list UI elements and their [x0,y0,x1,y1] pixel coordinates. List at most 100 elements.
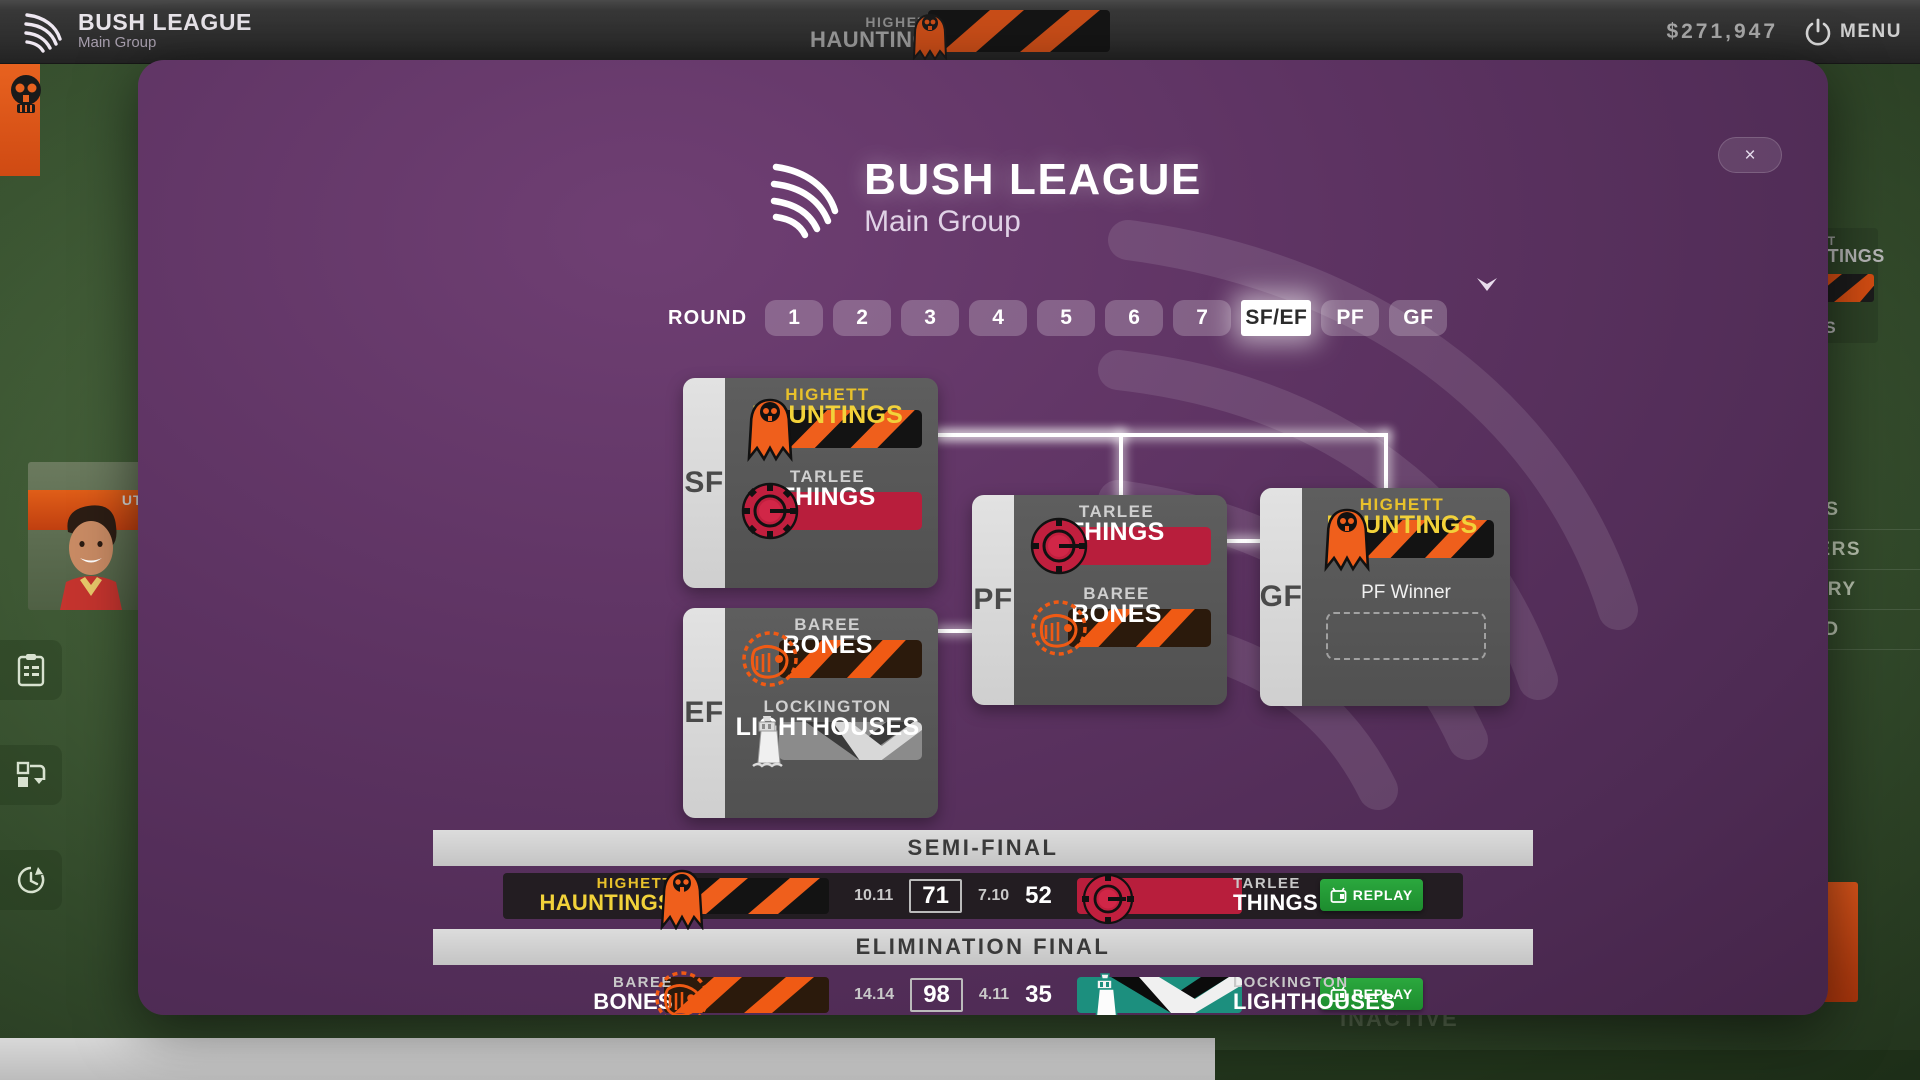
bracket-card-ef[interactable]: EF BAREE BONES [683,608,938,818]
replay-tv-icon [1330,887,1347,903]
top-bar: BUSH LEAGUE Main Group HIGHETT HAUNTINGS [0,0,1920,64]
result-home-names: BAREE BONES [593,975,673,1013]
lighthouse-icon [1095,973,1118,1015]
close-icon: × [1744,144,1756,166]
bracket-team-city: BAREE [1083,584,1150,603]
connector-gf-vertical [1384,433,1388,541]
replay-button-elimination-final[interactable]: REPLAY [1319,978,1423,1010]
result-away-points: 35 [1025,981,1052,1008]
bracket-team: HIGHETT HAUNTINGS [735,386,928,468]
round-button-4[interactable]: 4 [969,300,1028,336]
bracket-team-banner [1068,527,1211,565]
bracket-team-banner [779,722,922,760]
result-away-points: 52 [1025,882,1052,909]
history-tool-button[interactable] [0,850,62,910]
modal-league-logo-icon [770,163,839,239]
result-scores-elimination-final: 14.14 98 4.11 35 [833,978,1073,1012]
money-balance: $271,947 [1666,20,1779,43]
cog-eye-icon [741,482,799,540]
connector-sf-vertical [1119,433,1123,523]
result-home-city: BAREE [612,974,673,991]
menu-button[interactable]: MENU [1804,18,1902,46]
round-button-7-label: 7 [1196,306,1209,329]
bracket-team: TARLEE THINGS [735,468,928,550]
round-button-7[interactable]: 7 [1173,300,1232,336]
bracket-team-city: HIGHETT [1359,495,1445,514]
round-button-6-label: 6 [1128,306,1141,329]
bracket-team: BAREE BONES [735,616,928,698]
chevron-down-icon [1477,278,1497,291]
bracket-team-city: BAREE [794,615,861,634]
round-button-pf-label: PF [1336,306,1365,329]
result-away-names: TARLEE THINGS [1233,876,1318,914]
round-button-gf[interactable]: GF [1389,300,1448,336]
left-toolbar [0,640,62,955]
replay-label: REPLAY [1352,887,1413,903]
result-home-team: HIGHETT HAUNTINGS [503,869,833,930]
bracket-pf-teams: TARLEE THINGS [1014,495,1227,705]
skull-icon [11,75,41,113]
bottom-strip [1180,1050,1920,1080]
result-row-elimination-final[interactable]: BAREE BONES 14.14 98 4.11 35 [503,971,1463,1015]
round-button-1[interactable]: 1 [765,300,824,336]
ghost-skull-icon [912,13,948,61]
result-home-city: HIGHETT [596,875,673,892]
bracket-team-city: TARLEE [789,467,866,486]
bracket-team-city: HIGHETT [785,385,870,404]
avatar [60,505,122,610]
bracket-stage-ef-label: EF [684,696,724,729]
result-away-goals: 7.10 [978,887,1010,904]
result-away-city: LOCKINGTON [1233,974,1349,991]
gf-placeholder-box [1326,612,1486,660]
substitution-tool-button[interactable] [0,745,62,805]
cog-eye-icon [1082,873,1134,925]
modal-title-block: BUSH LEAGUE Main Group [864,157,1202,239]
result-home-name: HAUNTINGS [539,890,673,915]
bracket-team: HIGHETT HAUNTINGS [1312,496,1500,578]
replay-tv-icon [1330,986,1347,1002]
round-button-sfef-label: SF/EF [1245,306,1308,329]
round-button-2[interactable]: 2 [833,300,892,336]
bracket-team-banner [1356,520,1494,558]
round-button-2-label: 2 [856,306,869,329]
top-bar-team: HIGHETT HAUNTINGS [810,4,1110,61]
bracket-stage-gf: GF [1260,488,1302,706]
bracket-team: BAREE BONES [1024,585,1217,667]
round-button-5[interactable]: 5 [1037,300,1096,336]
bracket-card-gf[interactable]: GF HIGHETT HAUNTINGS [1260,488,1510,706]
bracket-stage-ef: EF [683,608,725,818]
bracket-card-sf[interactable]: SF HIGHETT HAUNTINGS [683,378,938,588]
result-row-semi-final[interactable]: HIGHETT HAUNTINGS 10.11 71 7.10 52 [503,869,1463,930]
result-away-team: TARLEE THINGS [1073,873,1423,925]
round-button-pf[interactable]: PF [1321,300,1380,336]
round-button-3[interactable]: 3 [901,300,960,336]
round-button-sfef[interactable]: SF/EF [1241,300,1312,336]
result-away-goals: 4.11 [978,986,1010,1003]
gf-placeholder-label: PF Winner [1361,582,1451,603]
league-subtitle: Main Group [78,34,157,52]
bracket-ef-teams: BAREE BONES [725,608,938,818]
bracket-team-name: BONES [782,630,873,659]
bracket-team-city: LOCKINGTON [763,697,892,716]
cog-eye-icon [1030,517,1088,575]
bracket-stage-gf-label: GF [1260,580,1303,613]
result-header-elimination-final: ELIMINATION FINAL [433,929,1533,965]
bracket-gf-teams: HIGHETT HAUNTINGS [1302,488,1510,706]
bracket-card-pf[interactable]: PF TARLEE THINGS [972,495,1227,705]
bone-skull-icon [1031,600,1087,656]
top-bar-brand: BUSH LEAGUE Main Group [0,9,252,55]
ghost-skull-icon [747,398,793,462]
round-button-6[interactable]: 6 [1105,300,1164,336]
result-home-points: 98 [910,978,963,1012]
bracket-stage-sf: SF [683,378,725,588]
result-home-goals: 14.14 [854,986,895,1003]
round-button-gf-label: GF [1403,306,1434,329]
menu-label: MENU [1840,21,1902,42]
result-header-semi-final: SEMI-FINAL [433,830,1533,866]
bracket-team-city: TARLEE [1078,502,1155,521]
bracket-stage-sf-label: SF [684,466,724,499]
replay-button-semi-final[interactable]: REPLAY [1319,879,1423,911]
result-away-names: LOCKINGTON LIGHTHOUSES [1233,975,1395,1013]
close-modal-button[interactable]: × [1718,137,1782,173]
clipboard-tool-button[interactable] [0,640,62,700]
